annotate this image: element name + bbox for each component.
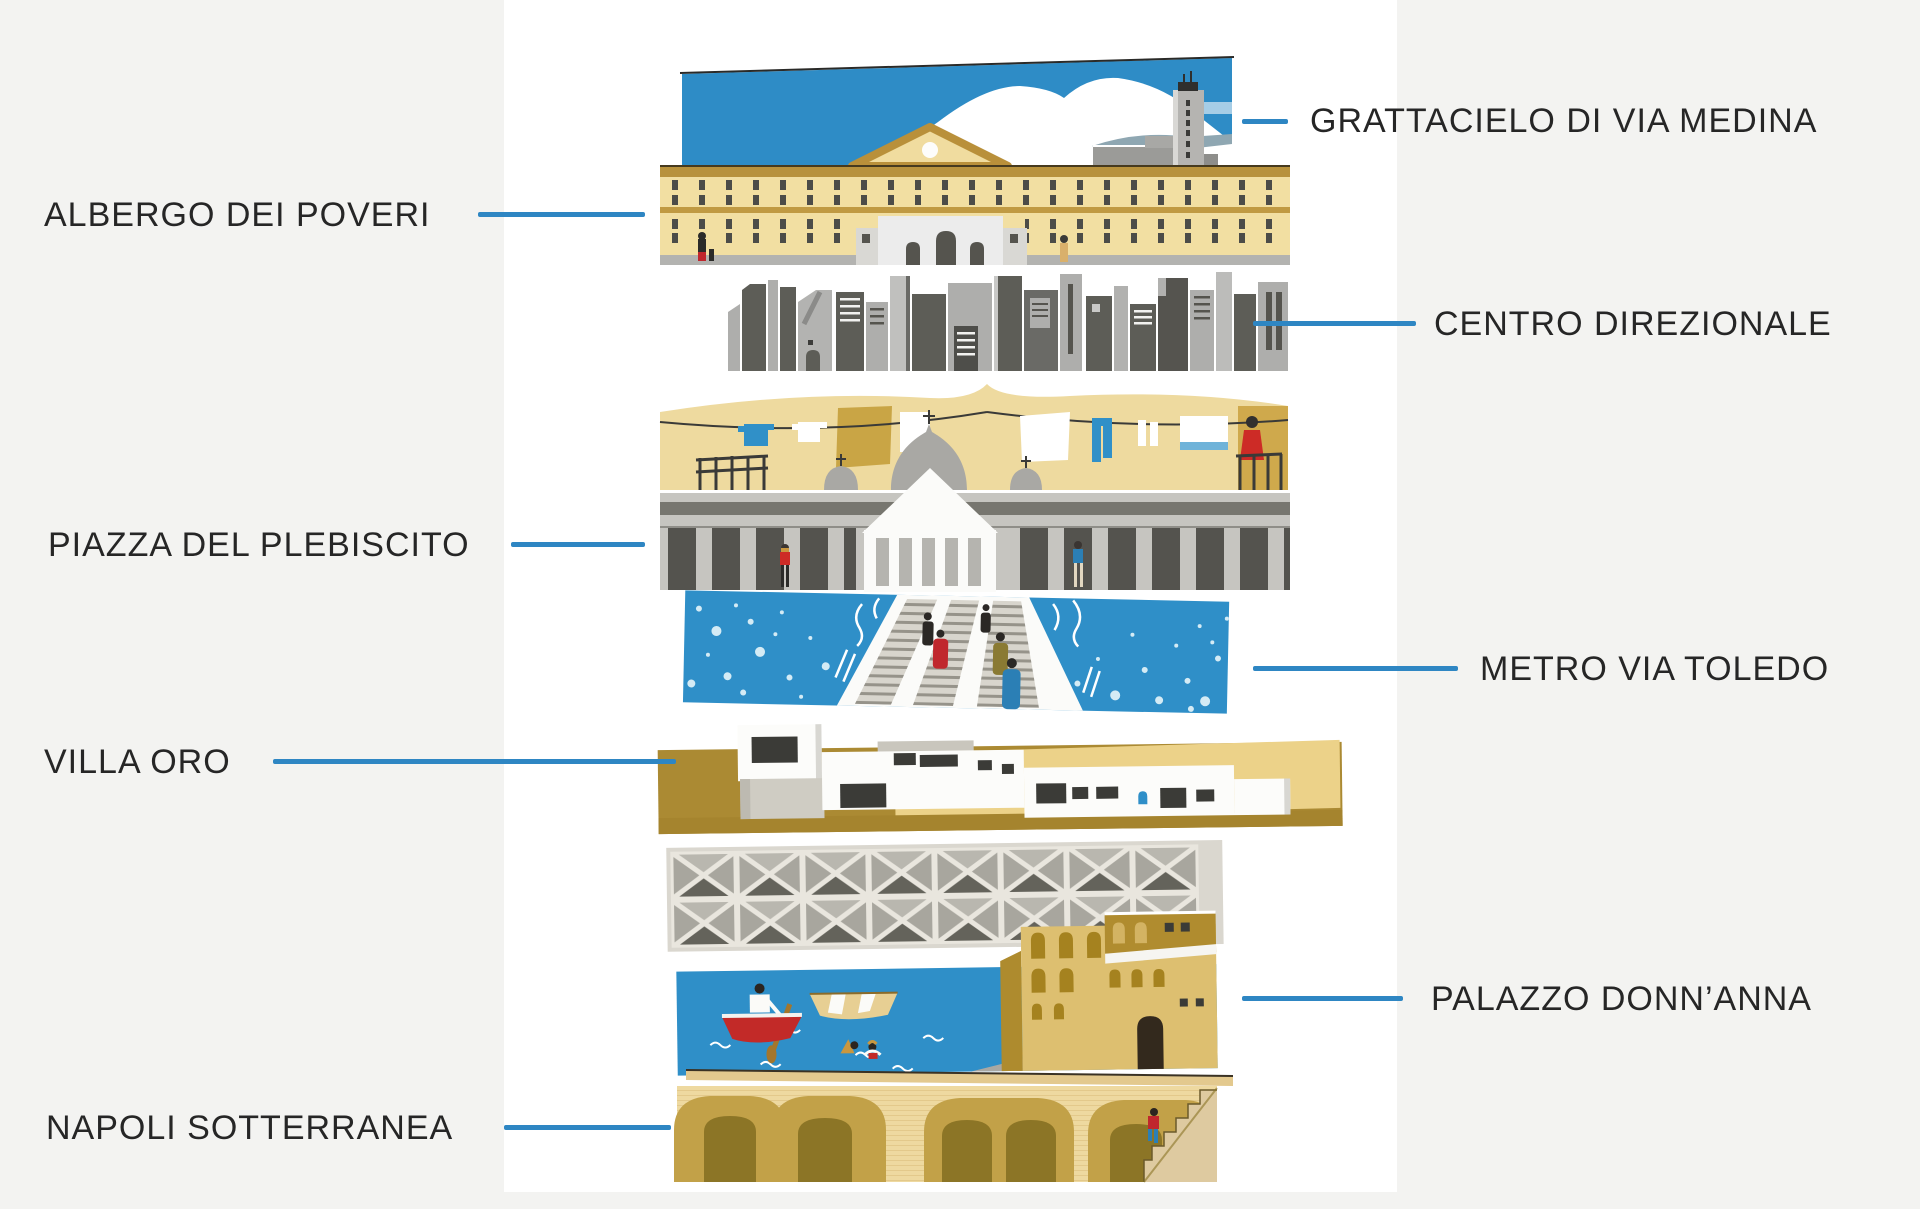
leader-line-grattacielo [1242,119,1288,124]
leader-line-albergo [478,212,645,217]
label-metro-via-toledo: METRO VIA TOLEDO [1480,650,1830,688]
inner-arches [704,1116,1162,1182]
label-grattacielo-di-via-medina: GRATTACIELO DI VIA MEDINA [1310,102,1818,140]
label-centro-direzionale: CENTRO DIREZIONALE [1434,305,1832,343]
naples-landmarks-illustration [657,56,1343,1183]
leader-line-metro [1253,666,1458,671]
rowboat-red [721,983,802,1064]
strip-albergo-dei-poveri [660,123,1290,265]
palazzo-donnanna-building [1000,910,1218,1072]
label-napoli-sotterranea: NAPOLI SOTTERRANEA [46,1109,454,1147]
label-piazza-del-plebiscito: PIAZZA DEL PLEBISCITO [48,526,470,564]
label-palazzo-donnanna: PALAZZO DONN’ANNA [1431,980,1812,1018]
grattacielo-tower [1173,71,1218,170]
church-domes [824,410,1042,490]
person-climbing-stairs [1148,1108,1159,1143]
swimmers [840,1039,882,1060]
label-villa-oro: VILLA ORO [44,743,231,781]
strip-villa-oro [657,724,1343,835]
strip-centro-direzionale [728,272,1288,371]
strip-napoli-sotterranea [674,1069,1234,1183]
strip-laundry-rooftops [659,384,1289,490]
leader-line-centro [1253,321,1416,326]
leader-line-palazzo [1242,996,1403,1001]
metro-passengers [922,604,1021,710]
label-albergo-dei-poveri: ALBERGO DEI POVERI [44,196,431,234]
mosaic-dots [687,603,1229,712]
leader-line-napoli [504,1125,671,1130]
pedestrian-figures [698,232,1068,262]
strip-sea-palazzo-donnanna [676,910,1218,1076]
strip-lattice-viaduct [666,840,1224,952]
balcony-railing-left [695,454,769,490]
piazza-figures [780,541,1083,587]
villa-windows [840,753,1215,809]
strip-metro-via-toledo [682,590,1230,714]
woman-on-balcony [1235,416,1283,490]
leader-line-piazza [511,542,645,547]
boat-cream [809,991,898,1020]
leader-line-villa [273,759,676,764]
wind-squiggles [834,597,1101,698]
strip-piazza-del-plebiscito [660,468,1290,592]
staircase [1143,1087,1218,1183]
